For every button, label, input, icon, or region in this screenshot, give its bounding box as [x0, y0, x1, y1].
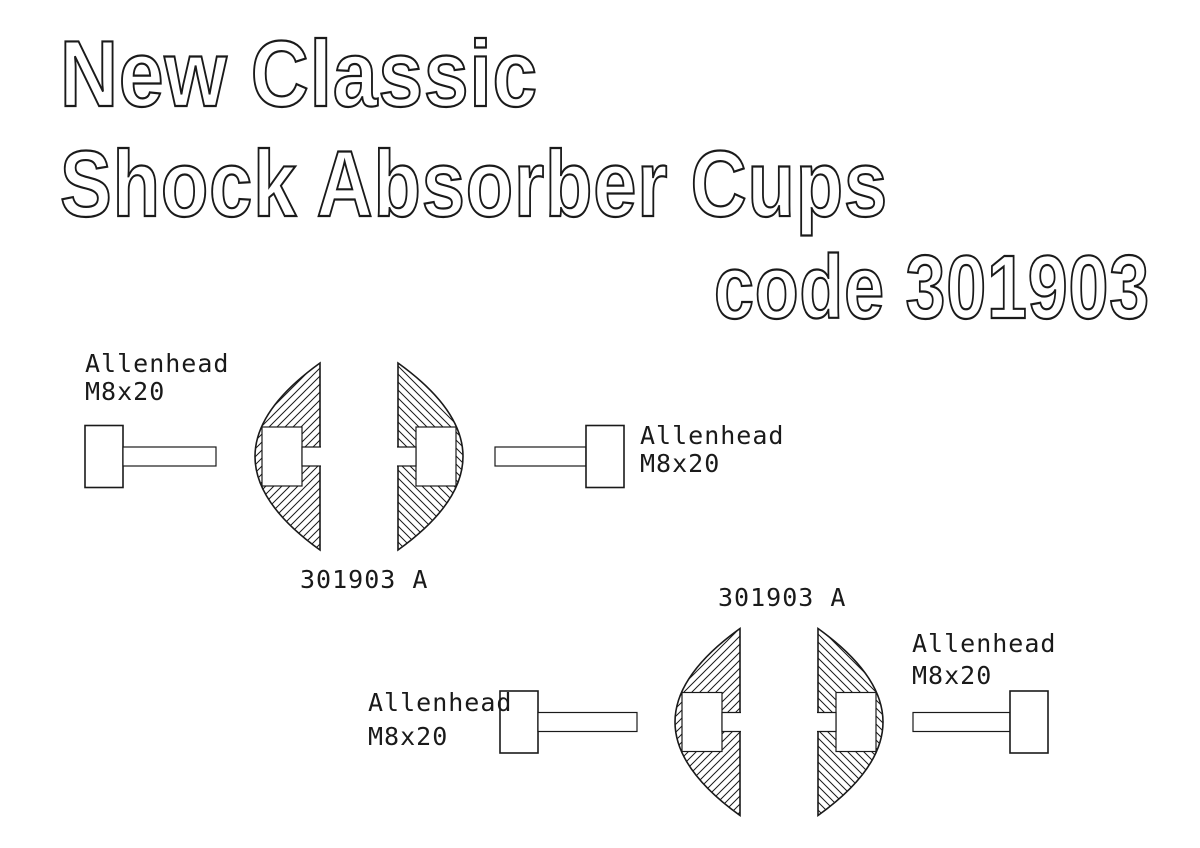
- assembly1-cup-left-section: [254, 361, 321, 552]
- bolt-shaft: [912, 711, 1011, 733]
- assembly2-left-bolt-label: Allenhead M8x20: [368, 688, 512, 751]
- assembly2-cup-left-section: [674, 626, 741, 818]
- title-line-1: New Classic: [60, 21, 538, 126]
- label-line: Allenhead: [85, 349, 229, 378]
- label-line: M8x20: [368, 722, 448, 751]
- assembly2-right-bolt-label: Allenhead M8x20: [912, 629, 1056, 690]
- title-line-2: Shock Absorber Cups: [60, 131, 888, 236]
- label-line: Allenhead: [912, 629, 1056, 658]
- assembly1-part-code: 301903 A: [300, 565, 428, 594]
- bolt-shaft: [537, 711, 638, 733]
- label-line: M8x20: [640, 449, 720, 478]
- cup-bore: [817, 711, 837, 733]
- assembly1-right-bolt-label: Allenhead M8x20: [640, 421, 784, 478]
- cup-recess: [681, 691, 723, 753]
- assembly1-allen-bolt-left: [84, 424, 217, 489]
- assembly-2: 301903 A: [368, 583, 1056, 818]
- bolt-head: [499, 690, 539, 754]
- label-line: M8x20: [85, 377, 165, 406]
- label-line: M8x20: [912, 661, 992, 690]
- bolt-head: [585, 424, 625, 489]
- assembly2-cup-right-section: [817, 626, 884, 818]
- title-block: New Classic Shock Absorber Cups code 301…: [59, 20, 1150, 339]
- title-code-line: code 301903: [714, 238, 1150, 338]
- assembly1-cup-right-section: [397, 361, 464, 552]
- bolt-head: [84, 424, 124, 489]
- assembly1-allen-bolt-right: [494, 424, 625, 489]
- bolt-shaft: [494, 446, 587, 467]
- cup-recess: [835, 691, 877, 753]
- bolt-head: [1009, 690, 1049, 754]
- cup-bore: [397, 446, 417, 467]
- assembly1-left-bolt-label: Allenhead M8x20: [85, 349, 229, 406]
- cup-bore: [721, 711, 741, 733]
- label-line: Allenhead: [368, 688, 512, 717]
- cup-recess: [261, 426, 303, 487]
- label-line: Allenhead: [640, 421, 784, 450]
- bolt-shaft: [122, 446, 217, 467]
- assembly2-part-code: 301903 A: [718, 583, 846, 612]
- assembly-1: Allenhead M8x20 Allenhead M8x20 301903 A: [84, 349, 784, 594]
- assembly2-allen-bolt-right: [912, 690, 1049, 754]
- cup-bore: [301, 446, 321, 467]
- assembly2-allen-bolt-left: [499, 690, 638, 754]
- cup-recess: [415, 426, 457, 487]
